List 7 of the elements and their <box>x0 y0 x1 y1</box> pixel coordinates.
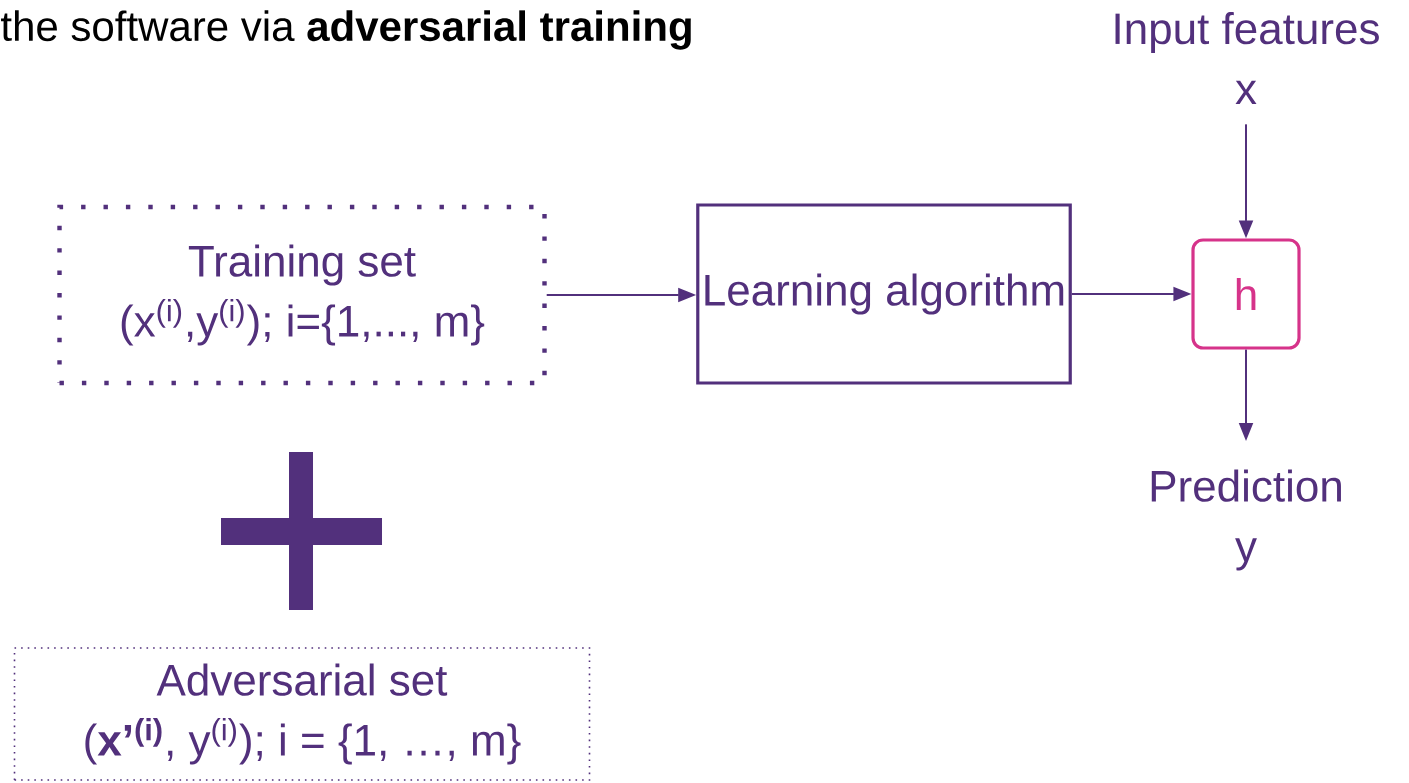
dotted-box: Adversarial set (x’$^{(i)}$, y$^{(i)}$); i = {1, …, m} <box>13 647 591 781</box>
output-label: Prediction y <box>1151 469 1341 571</box>
title: the software via adversarial training <box>1 10 691 50</box>
process-box: Learning algorithm <box>696 203 1072 385</box>
input-label: Input features x <box>1115 12 1379 104</box>
dotted-box: Training set (x$^{(i)}$,y$^{(i)}$); i={1,..., m} <box>57 204 547 386</box>
hypothesis-box: h <box>1191 238 1301 350</box>
